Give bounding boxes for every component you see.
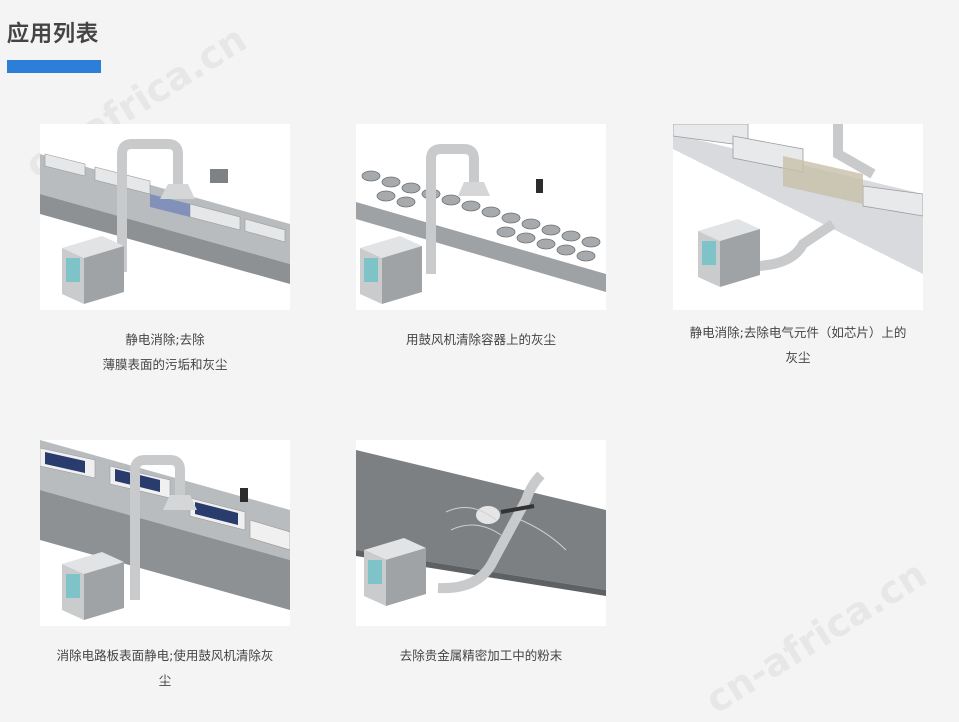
application-card[interactable]: 用鼓风机清除容器上的灰尘 [356,124,606,352]
application-card[interactable]: 去除贵金属精密加工中的粉末 [356,440,606,668]
application-caption: 去除贵金属精密加工中的粉末 [356,643,606,668]
application-image-film[interactable] [40,124,290,310]
caption-line: 用鼓风机清除容器上的灰尘 [405,332,556,347]
page-title: 应用列表 [7,22,100,47]
application-card[interactable]: 静电消除;去除电气元件（如芯片）上的 灰尘 [673,124,923,370]
caption-line: 薄膜表面的污垢和灰尘 [102,357,228,372]
caption-line: 尘 [158,673,172,688]
title-underline [7,60,101,73]
application-caption: 消除电路板表面静电;使用鼓风机清除灰 尘 [40,643,290,693]
application-image-tray[interactable] [673,124,923,310]
application-caption: 静电消除;去除电气元件（如芯片）上的 灰尘 [673,320,923,370]
application-image-machining[interactable] [356,440,606,626]
caption-line: 灰尘 [785,350,811,365]
application-image-pcb[interactable] [40,440,290,626]
application-image-cups[interactable] [356,124,606,310]
caption-line: 静电消除;去除 [125,332,205,347]
caption-line: 去除贵金属精密加工中的粉末 [399,648,563,663]
application-card[interactable]: 静电消除;去除 薄膜表面的污垢和灰尘 [40,124,290,377]
watermark-bottom: cn-africa.cn [697,551,935,722]
application-caption: 静电消除;去除 薄膜表面的污垢和灰尘 [40,327,290,377]
application-card[interactable]: 消除电路板表面静电;使用鼓风机清除灰 尘 [40,440,290,693]
caption-line: 消除电路板表面静电;使用鼓风机清除灰 [56,648,274,663]
caption-line: 静电消除;去除电气元件（如芯片）上的 [689,325,907,340]
application-caption: 用鼓风机清除容器上的灰尘 [356,327,606,352]
